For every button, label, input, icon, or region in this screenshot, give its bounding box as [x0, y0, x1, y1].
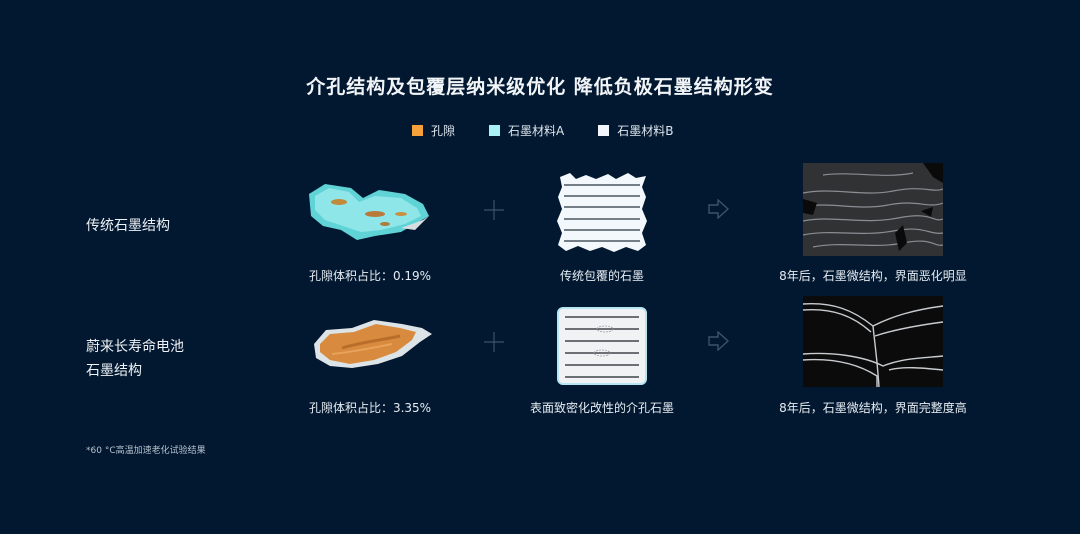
traditional-particle-image [305, 180, 433, 242]
legend-label: 石墨材料A [508, 124, 565, 138]
row-label-traditional: 传统石墨结构 [86, 214, 170, 238]
coating-caption: 表面致密化改性的介孔石墨 [529, 401, 674, 415]
legend-label: 孔隙 [431, 124, 456, 138]
traditional-microstructure-sem-image [803, 163, 943, 256]
row-label-line: 石墨结构 [86, 363, 142, 379]
slide-title: 介孔结构及包覆层纳米级优化 降低负极石墨结构形变 [306, 76, 774, 98]
nio-particle-image [312, 318, 434, 370]
arrow-right-icon [708, 198, 730, 223]
legend-item-graphite-a: 石墨材料A [489, 122, 564, 139]
graphite-a-swatch-icon [489, 125, 501, 136]
nio-coated-graphite-image [557, 307, 647, 385]
pore-swatch-icon [412, 125, 423, 136]
result-caption: 8年后，石墨微结构，界面完整度高 [779, 401, 967, 415]
result-caption: 8年后，石墨微结构，界面恶化明显 [779, 269, 967, 283]
row-label-nio: 蔚来长寿命电池 石墨结构 [86, 335, 184, 383]
legend: 孔隙 石墨材料A 石墨材料B [412, 122, 673, 139]
row-label-line: 蔚来长寿命电池 [86, 339, 184, 355]
particle-caption: 孔隙体积占比：3.35% [308, 401, 432, 415]
legend-item-graphite-b: 石墨材料B [598, 122, 673, 139]
nio-microstructure-sem-image [803, 296, 943, 387]
footnote: *60 °C高温加速老化试验结果 [86, 446, 206, 456]
coating-caption: 传统包覆的石墨 [559, 269, 644, 283]
plus-icon [484, 200, 504, 224]
row-label-line: 传统石墨结构 [86, 218, 170, 234]
legend-label: 石墨材料B [617, 124, 674, 138]
graphite-b-swatch-icon [598, 125, 610, 136]
plus-icon [484, 332, 504, 356]
particle-caption: 孔隙体积占比：0.19% [308, 269, 432, 283]
traditional-coated-graphite-image [556, 173, 648, 253]
arrow-right-icon [708, 330, 730, 355]
legend-item-pore: 孔隙 [412, 122, 455, 139]
